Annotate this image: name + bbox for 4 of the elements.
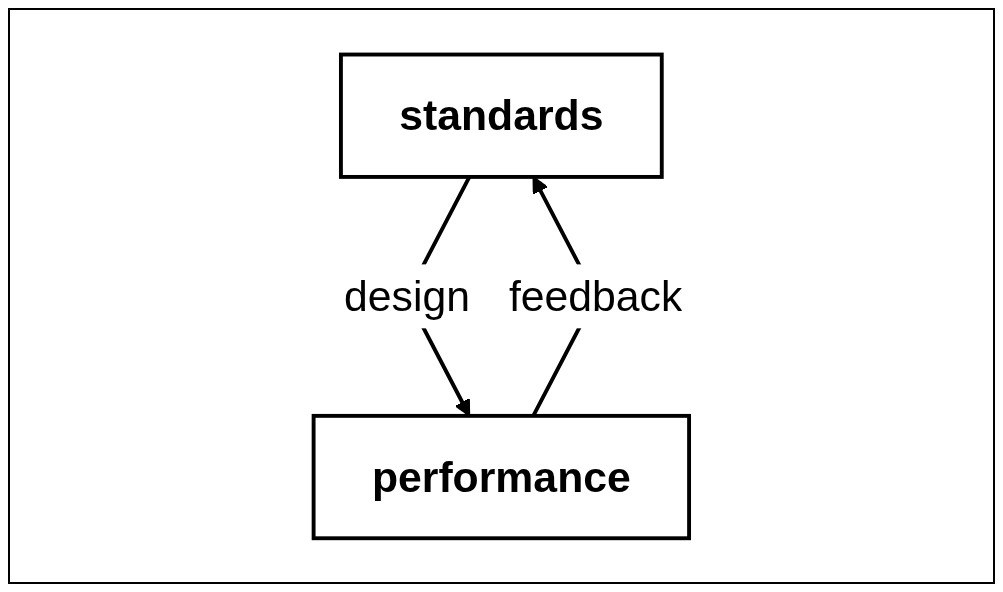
edge-label: design bbox=[344, 271, 471, 321]
edge-label: feedback bbox=[509, 271, 683, 321]
node-box: standards bbox=[339, 52, 664, 179]
node-box: performance bbox=[311, 413, 692, 540]
